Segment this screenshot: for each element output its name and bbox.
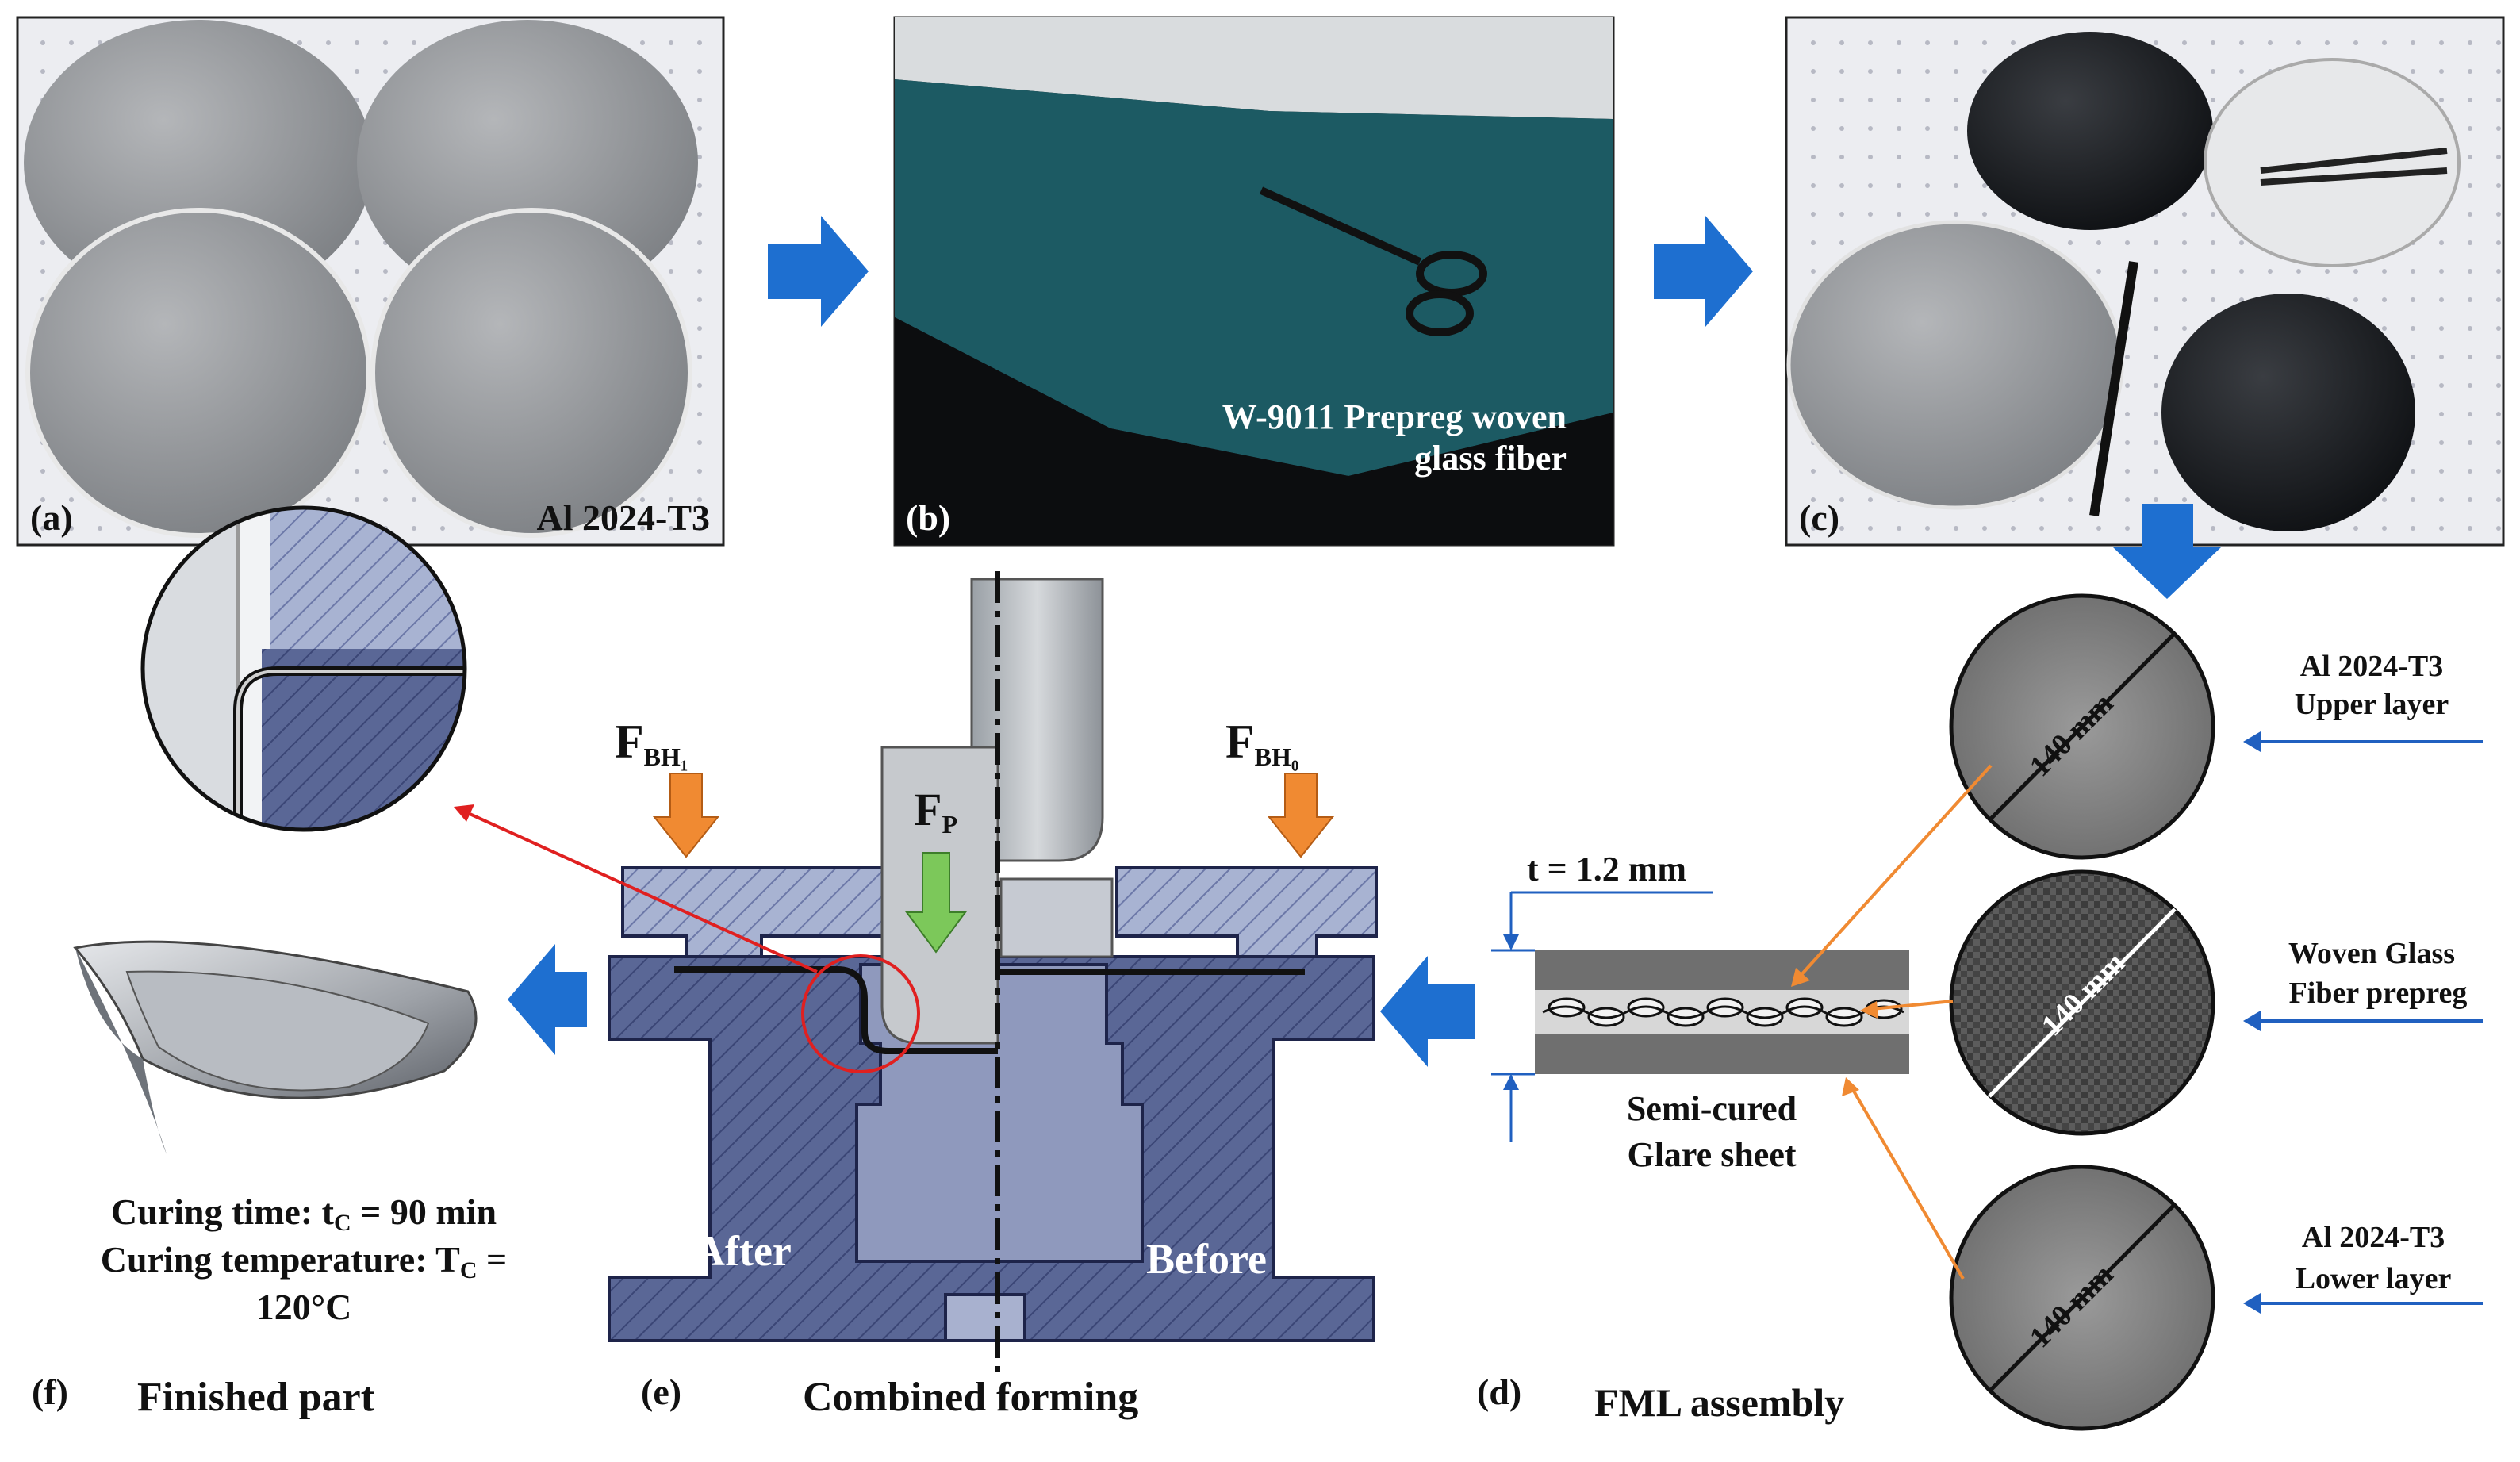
force-bh1-label: FBH₁ xyxy=(615,716,688,771)
zoom-detail xyxy=(143,508,465,830)
woven-fiber-disc xyxy=(2161,294,2415,531)
panel-f-title: Finished part xyxy=(137,1375,375,1420)
dimension-line xyxy=(1988,908,2177,1098)
red-circle-icon xyxy=(801,954,920,1073)
cure-temp-value: 120°C xyxy=(256,1287,352,1327)
layer-fiber-line2: Fiber prepreg xyxy=(2289,977,2468,1010)
tweezers-icon xyxy=(2260,148,2448,186)
panel-e: FBH₁ FBH₀ FP After Before (e) Combined f… xyxy=(454,571,1378,1420)
panel-c: (c) xyxy=(1785,16,2505,547)
panel-d-tag: (d) xyxy=(1477,1372,1521,1412)
finished-cup-bowl xyxy=(125,970,430,1092)
panel-a-caption: Al 2024-T3 xyxy=(537,497,711,538)
al-disc-stack-left xyxy=(1786,220,2124,510)
leader-head-icon xyxy=(1860,1001,1878,1019)
panel-a: (a) Al 2024-T3 xyxy=(16,16,725,547)
zoom-border xyxy=(140,505,467,832)
flow-arrow-icon xyxy=(768,216,869,327)
force-p-label: FP xyxy=(914,784,957,838)
ejector-hole xyxy=(944,1293,1026,1342)
scalpel-icon xyxy=(2089,261,2138,516)
flow-arrow-icon xyxy=(2113,504,2221,599)
white-backing-sheet xyxy=(895,17,1613,119)
layer-upper-line2: Upper layer xyxy=(2295,688,2449,721)
layer-disc-upper: 140 mm xyxy=(1949,593,2215,860)
glare-sheet-line2: Glare sheet xyxy=(1627,1135,1796,1174)
glare-sheet-line1: Semi-cured xyxy=(1627,1089,1797,1128)
guide-ring xyxy=(999,877,1114,958)
scissors-icon xyxy=(1259,186,1487,336)
leader-head-icon xyxy=(1791,968,1810,987)
panel-b-tag: (b) xyxy=(906,497,950,538)
panel-c-tag: (c) xyxy=(1799,497,1839,538)
flow-arrow-icon xyxy=(508,944,587,1055)
al-disc-front-left xyxy=(25,208,371,538)
force-bh0-label: FBH₀ xyxy=(1225,716,1298,771)
panel-d: 140 mm Al 2024-T3 Upper layer 140 mm Wov… xyxy=(1477,593,2483,1431)
blank-holder xyxy=(1115,866,1378,958)
glare-lower-al xyxy=(1535,1034,1909,1074)
thickness-label: t = 1.2 mm xyxy=(1527,850,1686,888)
pointer-head-icon xyxy=(2243,731,2261,752)
panel-b-caption-line1: W-9011 Prepreg woven xyxy=(1222,397,1567,436)
panel-f: Curing time: tC = 90 min Curing temperat… xyxy=(32,505,508,1420)
panel-e-title: Combined forming xyxy=(803,1375,1138,1420)
stacked-prepreg-discs xyxy=(1967,32,2213,230)
force-arrow-icon xyxy=(652,773,720,858)
flow-arrow-icon xyxy=(1654,216,1753,327)
pointer-head-icon xyxy=(2243,1011,2261,1031)
formed-blank xyxy=(674,966,998,1054)
finished-cup-wall xyxy=(75,948,167,1154)
panel-b: W-9011 Prepreg woven glass fiber (b) xyxy=(893,16,1615,547)
layer-fiber-line1: Woven Glass xyxy=(2288,937,2455,970)
layer-lower-line2: Lower layer xyxy=(2296,1262,2452,1295)
punch-arrow-icon xyxy=(905,852,967,954)
dimension-line xyxy=(1988,1203,2177,1393)
zoom-leader-head-icon xyxy=(454,804,474,822)
layer-lower-line1: Al 2024-T3 xyxy=(2302,1221,2445,1254)
after-label: After xyxy=(694,1227,792,1275)
dim-arrow-icon xyxy=(1503,934,1519,950)
cure-time: Curing time: tC = 90 min xyxy=(111,1191,497,1236)
leader-fiber xyxy=(1871,1000,1954,1011)
dimension-line xyxy=(1988,631,2177,822)
punch-rod xyxy=(970,578,1104,862)
glare-upper-al xyxy=(1535,950,1909,990)
panel-a-tag: (a) xyxy=(30,497,73,538)
teal-prepreg-sheet xyxy=(895,79,1613,476)
al-disc-front-right xyxy=(370,208,692,538)
weave-thread xyxy=(1542,1005,1904,1019)
force-arrow-icon xyxy=(1267,773,1335,858)
dim-arrow-icon xyxy=(1503,1074,1519,1090)
panel-d-title: FML assembly xyxy=(1594,1380,1844,1425)
leader-lower xyxy=(1851,1087,1965,1280)
flow-arrow-icon xyxy=(1380,956,1475,1067)
leader-head-icon xyxy=(1842,1077,1859,1096)
layer-upper-line1: Al 2024-T3 xyxy=(2300,650,2444,683)
zoom-leader xyxy=(467,812,818,973)
leader-upper xyxy=(1797,764,1993,979)
panel-b-caption-line2: glass fiber xyxy=(1414,439,1567,478)
layer-disc-lower: 140 mm xyxy=(1949,1165,2215,1431)
black-prepreg-fold xyxy=(895,317,1613,545)
layer-disc-fiber: 140 mm xyxy=(1949,869,2215,1136)
before-label: Before xyxy=(1146,1235,1267,1283)
panel-f-tag: (f) xyxy=(32,1372,68,1412)
pointer-head-icon xyxy=(2243,1293,2261,1314)
panel-e-tag: (e) xyxy=(641,1372,681,1412)
cure-temp: Curing temperature: TC = xyxy=(101,1239,508,1284)
